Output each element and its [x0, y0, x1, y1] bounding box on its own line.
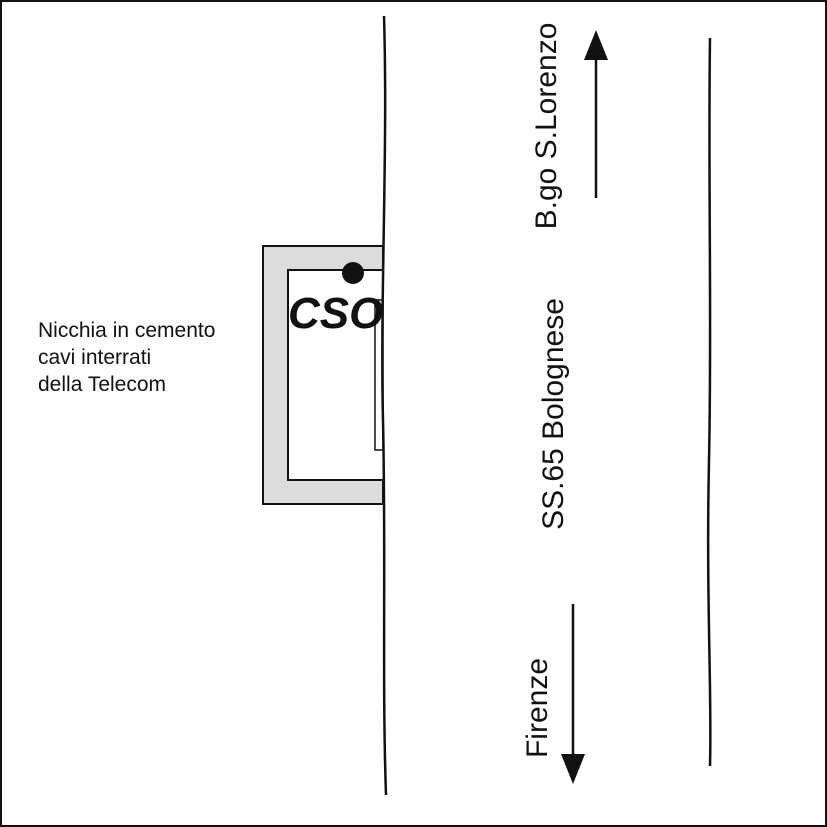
niche-note-line: Nicchia in cemento: [38, 319, 216, 342]
dot-icon: [342, 262, 364, 284]
niche-note-line: della Telecom: [38, 373, 167, 396]
arrow-up-icon: [584, 30, 608, 198]
cso-label: CSO: [288, 289, 383, 338]
arrow-down-icon: [561, 604, 585, 784]
road-edge-left: [381, 15, 388, 796]
road-edge-right: [706, 37, 712, 767]
niche-description: Nicchia in cemento cavi interrati della …: [38, 317, 215, 398]
direction-north-label: B.go S.Lorenzo: [530, 23, 563, 230]
niche-note-line: cavi interrati: [38, 346, 152, 369]
direction-south-label: Firenze: [521, 658, 554, 758]
road-name-label: SS.65 Bolognese: [537, 298, 570, 530]
